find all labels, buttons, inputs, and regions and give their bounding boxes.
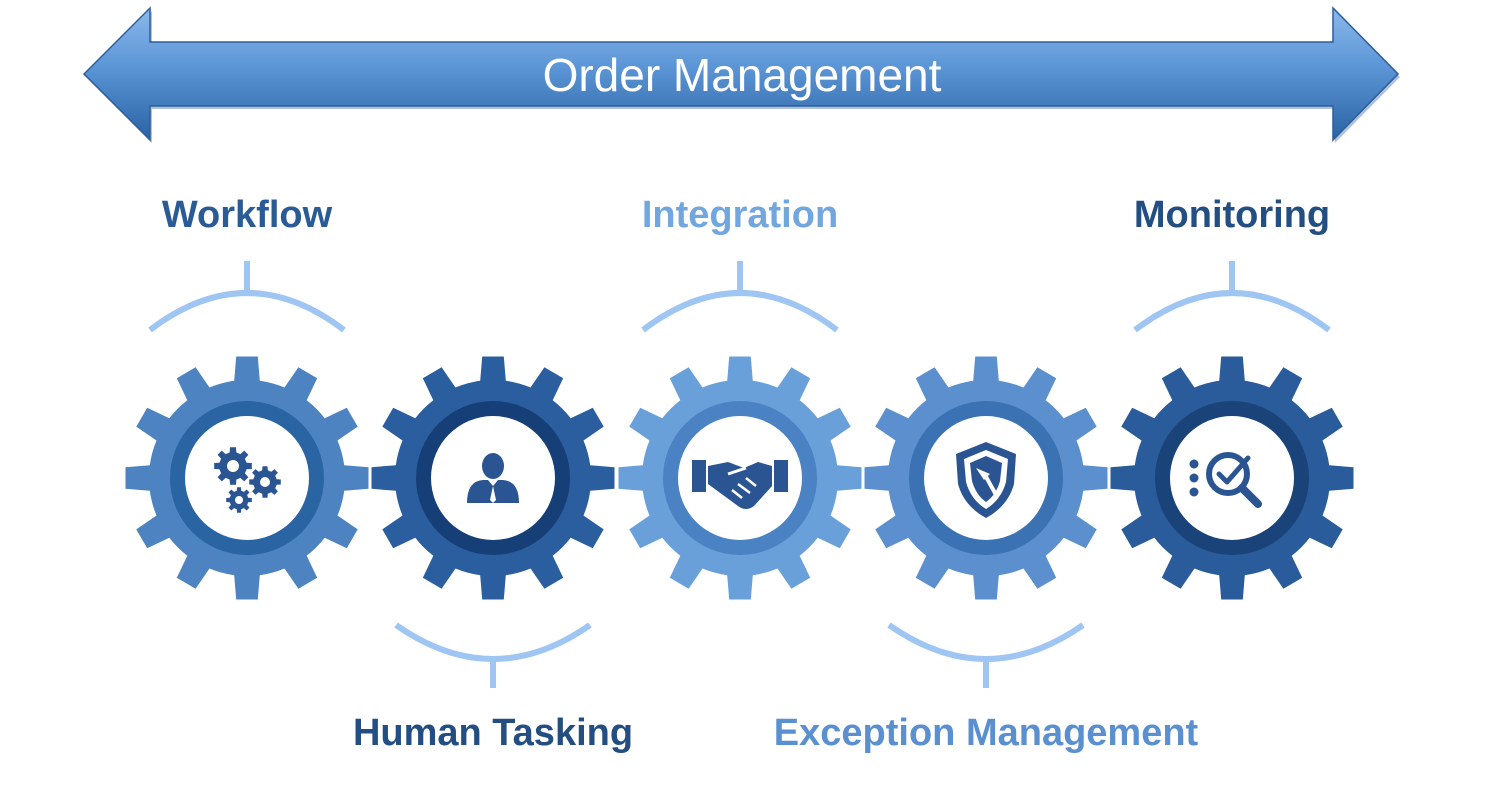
stage-bracket-3 [641,261,839,333]
banner-title: Order Management [542,49,942,101]
stage-gear-1 [125,356,369,600]
person-icon [467,453,519,503]
stage-bracket-1 [148,261,346,333]
stage-bracket-2 [394,622,592,688]
gears-icon [214,447,281,513]
stage-bracket-4 [887,622,1085,688]
shield-hammer-icon [956,442,1016,518]
stage-label-4: Exception Management [773,712,1199,754]
stage-label-2: Human Tasking [352,712,634,754]
stage-label-3: Integration [641,194,839,236]
stage-gear-5 [1110,356,1354,600]
double-arrow-banner [82,6,1400,142]
stage-bracket-5 [1133,261,1331,333]
handshake-icon [692,460,788,509]
stage-gear-4 [864,356,1108,600]
magnifier-check-icon [1189,452,1262,508]
stage-gear-3 [618,356,862,600]
stage-label-1: Workflow [161,194,333,236]
stage-label-5: Monitoring [1133,194,1331,236]
stage-gear-2 [371,356,615,600]
